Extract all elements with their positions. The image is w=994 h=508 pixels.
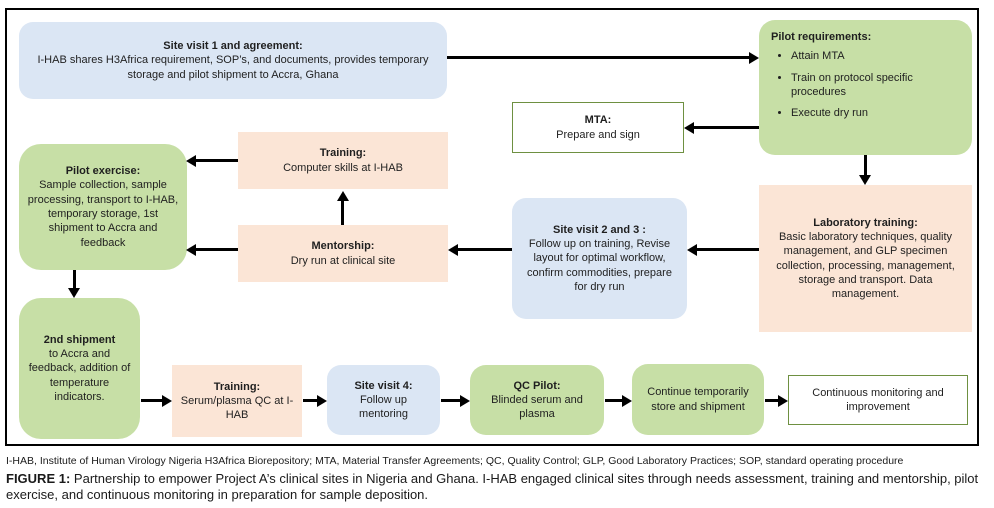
arrow-mentorship-to-pilotexercise <box>196 248 238 251</box>
arrow-continuestore-to-monitoring <box>765 399 779 402</box>
abbreviation-footnote: I-HAB, Institute of Human Virology Niger… <box>6 455 904 467</box>
box-qc-pilot: QC Pilot: Blinded serum and plasma <box>470 365 604 435</box>
figure-caption-text: Partnership to empower Project A’s clini… <box>6 471 979 503</box>
arrow-pilotrequirements-to-labtraining <box>864 155 867 177</box>
bullet-item: Execute dry run <box>791 106 966 120</box>
arrowhead-down-icon <box>68 288 80 298</box>
arrow-labtraining-to-sitevisit23 <box>697 248 759 251</box>
box-mta-body: Prepare and sign <box>556 128 640 141</box>
arrowhead-left-icon <box>186 155 196 167</box>
figure-caption-label: FIGURE 1: <box>6 471 71 486</box>
arrowhead-right-icon <box>749 52 759 64</box>
arrowhead-up-icon <box>337 191 349 201</box>
arrowhead-right-icon <box>778 395 788 407</box>
box-mentorship-body: Dry run at clinical site <box>290 254 396 267</box>
arrow-mentorship-to-training <box>341 200 344 225</box>
figure-border: Site visit 1 and agreement: I-HAB shares… <box>5 8 979 446</box>
bullet-item: Attain MTA <box>791 49 966 63</box>
box-training-computer-title: Training: <box>319 147 367 160</box>
box-training-serum-title: Training: <box>213 380 261 393</box>
box-training-computer-body: Computer skills at I-HAB <box>283 161 403 174</box>
box-site-visit-4-title: Site visit 4: <box>354 379 413 392</box>
box-site-visit-2-3: Site visit 2 and 3 : Follow up on traini… <box>512 198 687 319</box>
arrow-pilotexercise-to-secondshipment <box>73 270 76 290</box>
box-training-serum-body: Serum/plasma QC at I-HAB <box>180 394 294 422</box>
arrowhead-left-icon <box>448 244 458 256</box>
box-pilot-requirements: Pilot requirements: Attain MTA Train on … <box>759 20 972 155</box>
box-continue-store-body: Continue temporarily store and shipment <box>647 386 749 413</box>
box-second-shipment: 2nd shipment to Accra and feedback, addi… <box>19 298 140 439</box>
arrow-training-to-pilotexercise <box>196 159 238 162</box>
arrowhead-right-icon <box>460 395 470 407</box>
arrowhead-left-icon <box>684 122 694 134</box>
arrowhead-left-icon <box>186 244 196 256</box>
arrow-sitevisit1-to-pilotrequirements <box>447 56 750 59</box>
box-pilot-exercise-body: Sample collection, sample processing, tr… <box>27 179 179 249</box>
pilot-requirements-bullet-list: Attain MTA Train on protocol specific pr… <box>771 49 966 120</box>
box-pilot-exercise-title: Pilot exercise: <box>65 165 141 178</box>
box-qc-pilot-body: Blinded serum and plasma <box>491 393 583 421</box>
box-site-visit-1: Site visit 1 and agreement: I-HAB shares… <box>19 22 447 99</box>
box-laboratory-training-title: Laboratory training: <box>813 216 918 229</box>
box-continue-store: Continue temporarily store and shipment <box>632 364 764 435</box>
box-pilot-requirements-title: Pilot requirements: <box>771 31 872 43</box>
arrow-qcpilot-to-continuestore <box>605 399 623 402</box>
arrow-trainingserum-to-sitevisit4 <box>303 399 318 402</box>
arrow-secondshipment-to-trainingserum <box>141 399 163 402</box>
arrowhead-right-icon <box>622 395 632 407</box>
box-site-visit-2-3-title: Site visit 2 and 3 : <box>553 223 646 236</box>
arrowhead-left-icon <box>687 244 697 256</box>
figure-caption: FIGURE 1: Partnership to empower Project… <box>6 471 984 504</box>
arrowhead-right-icon <box>317 395 327 407</box>
box-pilot-exercise: Pilot exercise: Sample collection, sampl… <box>19 144 187 270</box>
box-mentorship-title: Mentorship: <box>311 240 375 253</box>
box-second-shipment-title: 2nd shipment <box>43 333 116 346</box>
arrowhead-right-icon <box>162 395 172 407</box>
box-laboratory-training: Laboratory training: Basic laboratory te… <box>759 185 972 332</box>
arrow-pilotrequirements-to-mta <box>694 126 759 129</box>
box-mta: MTA: Prepare and sign <box>512 102 684 153</box>
arrow-sitevisit23-to-mentorship <box>458 248 512 251</box>
box-site-visit-2-3-body: Follow up on training, Revise layout for… <box>527 238 672 293</box>
box-mta-title: MTA: <box>584 114 612 127</box>
box-site-visit-1-body: I-HAB shares H3Africa requirement, SOP’s… <box>37 54 429 81</box>
box-site-visit-4-body: Follow up mentoring <box>359 393 408 421</box>
box-qc-pilot-title: QC Pilot: <box>513 379 561 392</box>
box-continuous-monitoring: Continuous monitoring and improvement <box>788 375 968 425</box>
bullet-item: Train on protocol specific procedures <box>791 71 966 100</box>
arrowhead-down-icon <box>859 175 871 185</box>
box-training-serum: Training: Serum/plasma QC at I-HAB <box>172 365 302 437</box>
box-continuous-monitoring-body: Continuous monitoring and improvement <box>812 386 944 413</box>
box-mentorship: Mentorship: Dry run at clinical site <box>238 225 448 282</box>
box-site-visit-4: Site visit 4: Follow up mentoring <box>327 365 440 435</box>
arrow-sitevisit4-to-qcpilot <box>441 399 461 402</box>
box-site-visit-1-title: Site visit 1 and agreement: <box>163 40 303 53</box>
box-laboratory-training-body: Basic laboratory techniques, quality man… <box>776 230 955 301</box>
box-training-computer: Training: Computer skills at I-HAB <box>238 132 448 189</box>
box-second-shipment-body: to Accra and feedback, addition of tempe… <box>28 348 131 403</box>
